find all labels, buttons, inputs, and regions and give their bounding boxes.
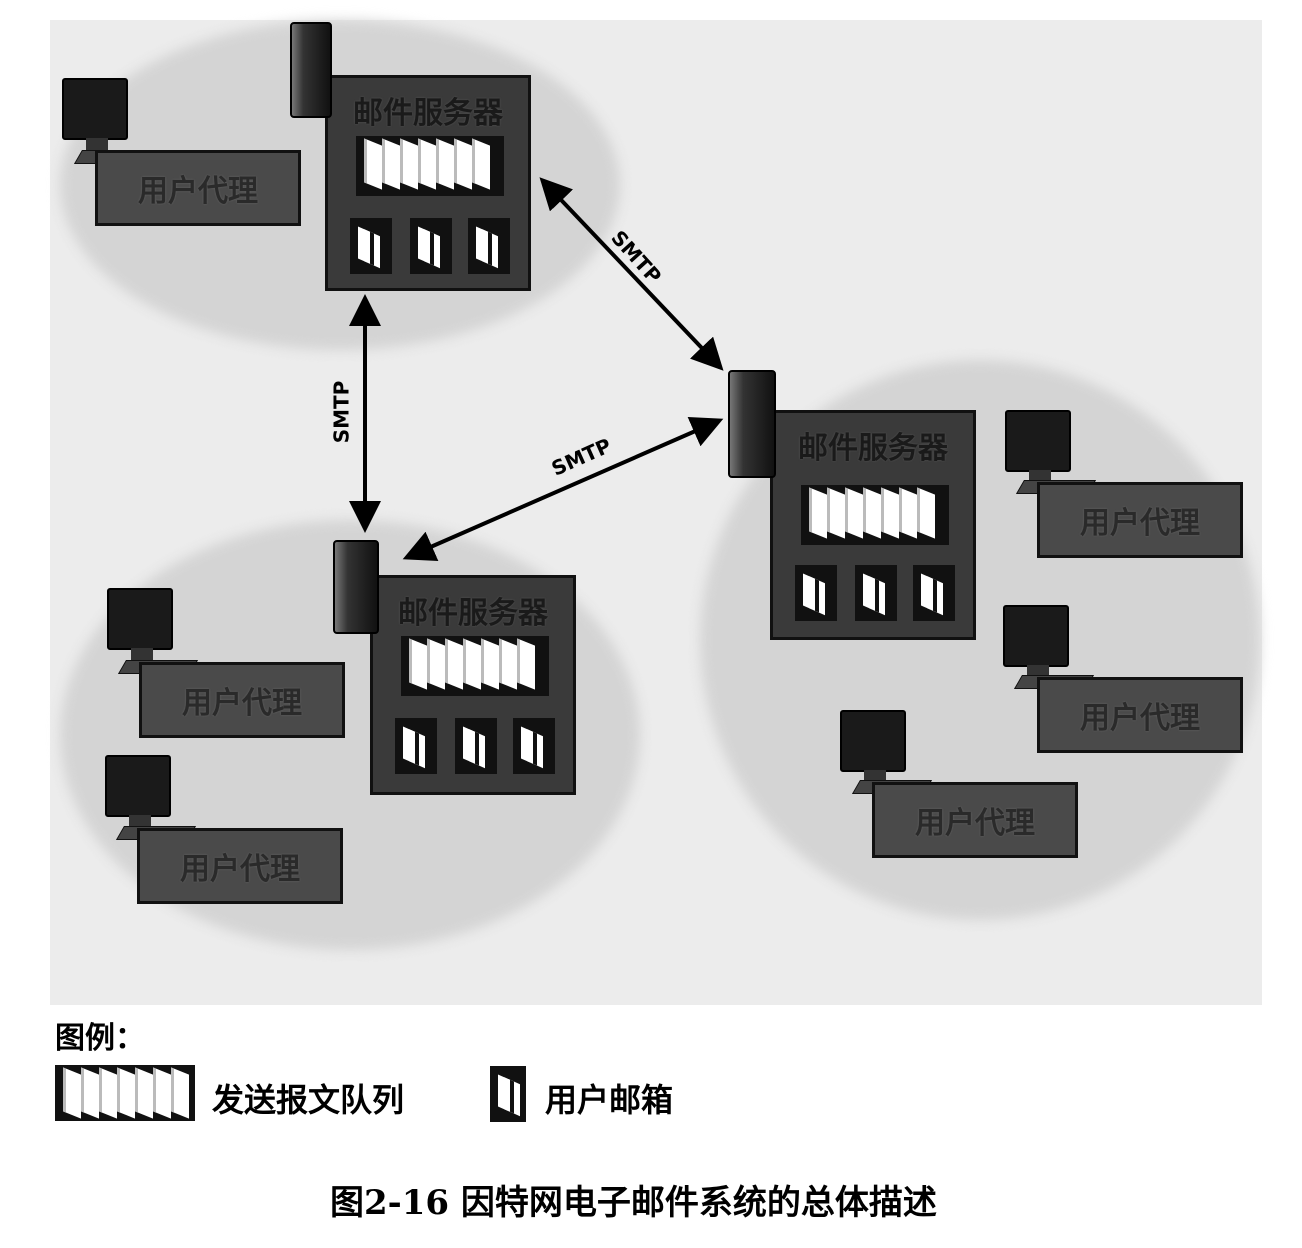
legend-queue-icon [55, 1065, 195, 1121]
computer-icon [1005, 410, 1071, 484]
server-tower-icon [728, 370, 776, 478]
user-agent: 用户代理 [1037, 482, 1243, 558]
computer-icon [107, 588, 173, 662]
mailbox-icon [468, 218, 510, 274]
user-agent: 用户代理 [872, 782, 1078, 858]
legend-mailbox-label: 用户邮箱 [545, 1081, 674, 1119]
server-label: 邮件服务器 [353, 96, 503, 131]
mailbox-icon [855, 565, 897, 621]
user-agent: 用户代理 [95, 150, 301, 226]
outgoing-queue-icon [801, 485, 949, 545]
computer-icon [105, 755, 171, 829]
smtp-label: SMTP [329, 380, 354, 444]
smtp-arrow-diagonal [402, 416, 724, 562]
user-agent: 用户代理 [137, 828, 343, 904]
mailbox-icon [410, 218, 452, 274]
computer-icon [62, 78, 128, 152]
mailbox-icon [350, 218, 392, 274]
server-label: 邮件服务器 [798, 431, 948, 466]
server-tower-icon [333, 540, 379, 634]
mailbox-icon [455, 718, 497, 774]
mailbox-icon [395, 718, 437, 774]
legend-mailbox-icon [490, 1066, 526, 1122]
mailbox-icon [795, 565, 837, 621]
legend-title: 图例： [55, 1021, 145, 1056]
outgoing-queue-icon [401, 636, 549, 696]
computer-icon [840, 710, 906, 784]
server-label: 邮件服务器 [398, 596, 548, 631]
mailbox-icon [913, 565, 955, 621]
mailbox-icon [513, 718, 555, 774]
computer-icon [1003, 605, 1069, 679]
smtp-arrow-top [539, 177, 724, 371]
outgoing-queue-icon [356, 136, 504, 196]
server-tower-icon [290, 22, 332, 118]
legend-queue-label: 发送报文队列 [212, 1081, 405, 1119]
mail-server: 邮件服务器 [325, 75, 531, 291]
figure-caption: 图2-16 因特网电子邮件系统的总体描述 [330, 1183, 937, 1223]
mail-server: 邮件服务器 [770, 410, 976, 640]
user-agent: 用户代理 [1037, 677, 1243, 753]
user-agent: 用户代理 [139, 662, 345, 738]
mail-server: 邮件服务器 [370, 575, 576, 795]
